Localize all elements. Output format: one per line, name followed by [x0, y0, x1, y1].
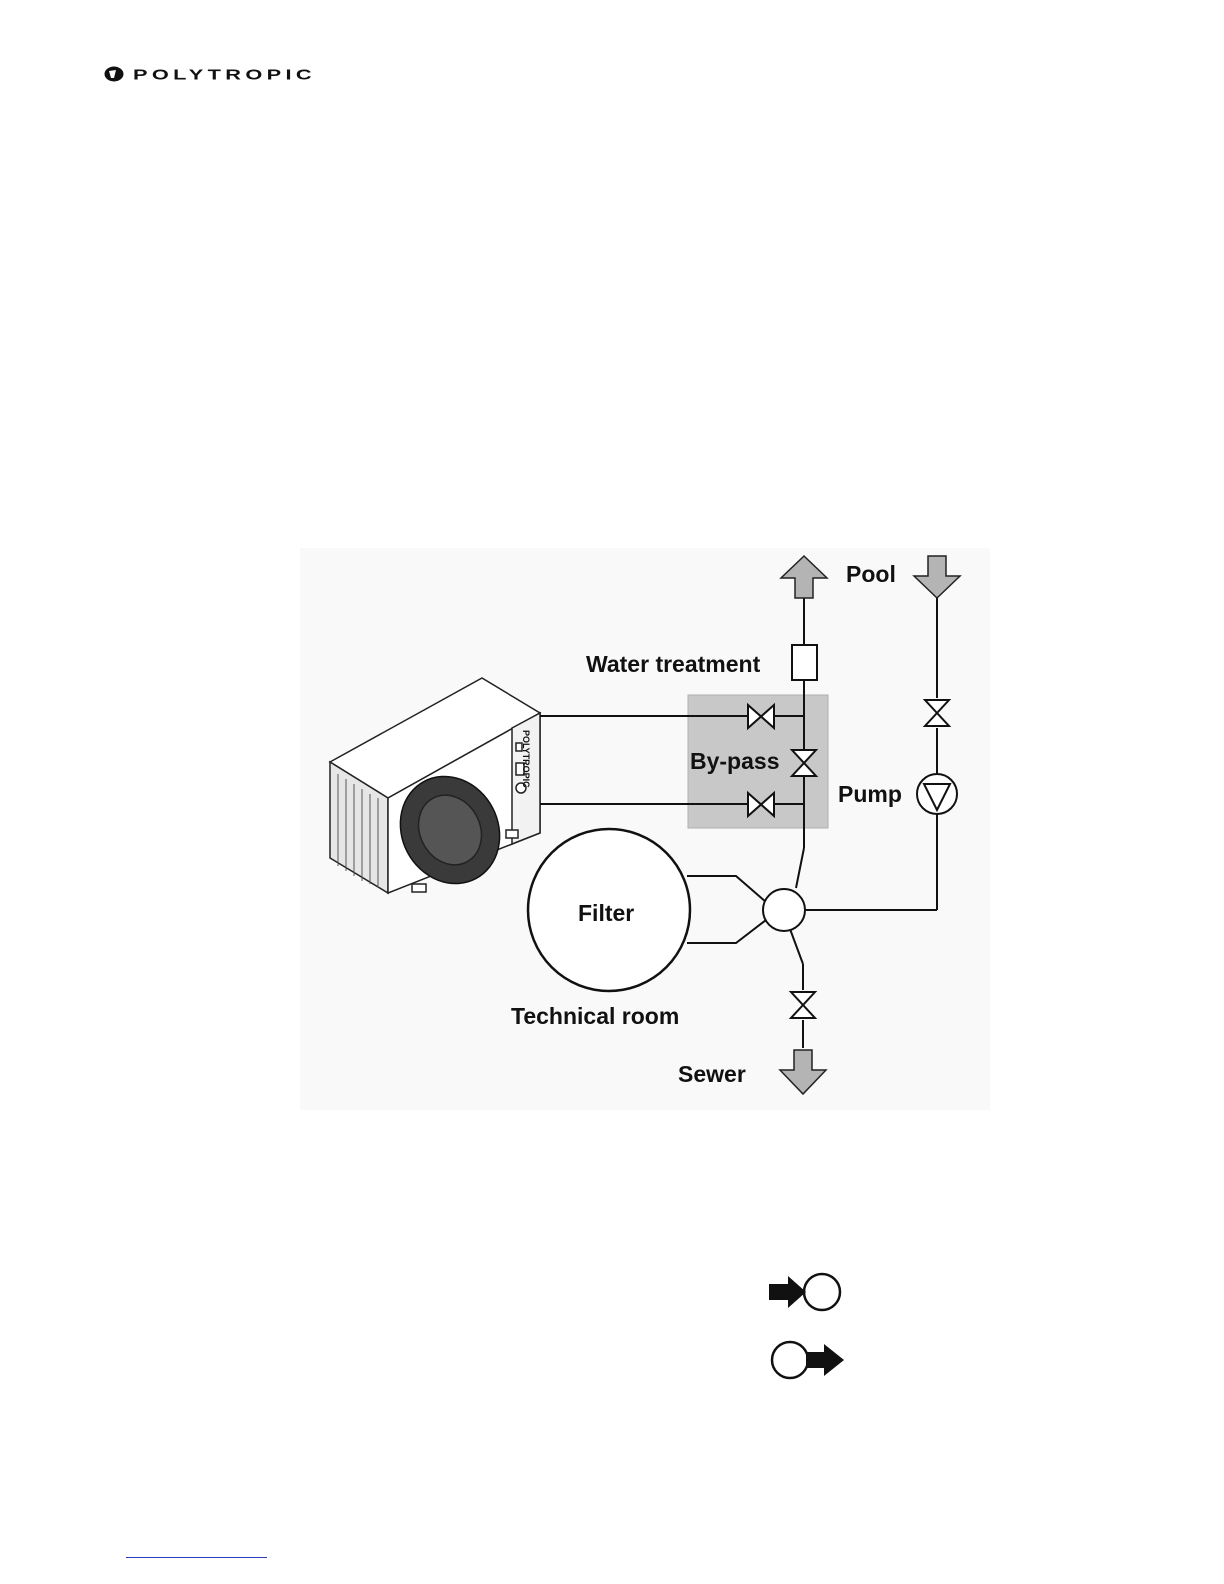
- water-outlet-icon: [766, 1338, 846, 1382]
- pump-icon: [917, 774, 957, 814]
- technical-room-label: Technical room: [511, 1003, 679, 1029]
- unit-brand-label: POLYTROPIC: [521, 730, 531, 788]
- water-treatment-box: [792, 645, 817, 680]
- multiport-valve: [763, 889, 805, 931]
- brand-wordmark: POLYTROPIC: [133, 67, 316, 84]
- pool-label: Pool: [846, 561, 896, 587]
- bypass-label: By-pass: [690, 748, 779, 774]
- polytropic-logo: POLYTROPIC: [103, 64, 318, 84]
- water-inlet-icon: [766, 1270, 846, 1314]
- footnote-separator: [126, 1557, 267, 1558]
- filter-label: Filter: [578, 900, 634, 926]
- water-treatment-label: Water treatment: [586, 651, 761, 677]
- installation-diagram: POLYTROPIC: [300, 548, 990, 1110]
- sewer-label: Sewer: [678, 1061, 746, 1087]
- polytropic-logo-icon: [105, 67, 124, 82]
- pump-label: Pump: [838, 781, 902, 807]
